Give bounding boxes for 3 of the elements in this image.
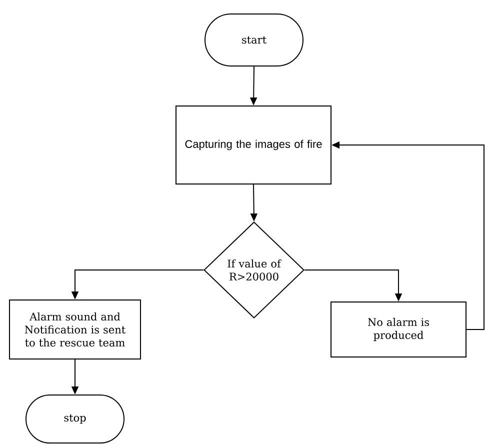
process-box: Alarm sound and Notification is sent to the rescue team	[9, 300, 141, 360]
process-box: No alarm is produced	[330, 302, 466, 358]
process-box: Capturing the images of fire	[176, 106, 332, 184]
